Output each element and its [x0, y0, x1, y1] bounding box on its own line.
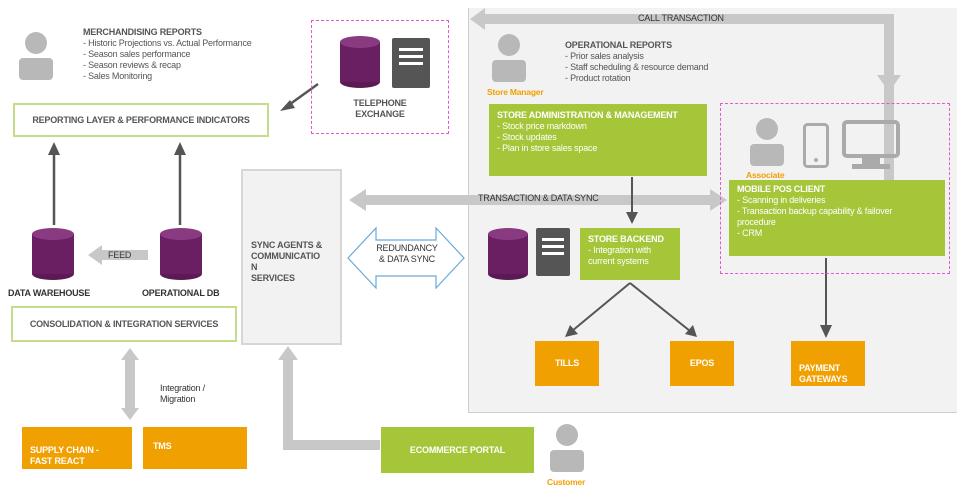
merch-report-item: - Sales Monitoring [83, 71, 152, 81]
telephone-exchange-group [311, 20, 449, 134]
opdb-up-arrow [174, 142, 186, 225]
person-icon-customer [548, 422, 586, 472]
feed-label: FEED [108, 250, 132, 260]
mobile-pos-item: - Transaction backup capability & failov… [737, 206, 893, 227]
mobile-pos-item: - Scanning in deliveries [737, 195, 826, 205]
op-report-item: - Prior sales analysis [565, 51, 644, 61]
tills-label: TILLS [555, 358, 579, 368]
call-transaction-arrow [470, 8, 901, 244]
tms-label: TMS [153, 441, 172, 451]
sync-agents-box: SYNC AGENTS & COMMUNICATIO N SERVICES [241, 169, 342, 345]
call-transaction-label: CALL TRANSACTION [638, 13, 724, 23]
mobile-pos-item: - CRM [737, 228, 762, 238]
sync-agents-label: SYNC AGENTS & COMMUNICATIO N SERVICES [251, 240, 323, 283]
store-admin-item: - Plan in store sales space [497, 143, 598, 153]
store-admin-title: STORE ADMINISTRATION & MANAGEMENT [497, 110, 678, 120]
admin-to-backend-arrow [626, 177, 638, 224]
op-report-item: - Product rotation [565, 73, 631, 83]
op-reports-title: OPERATIONAL REPORTS [565, 40, 672, 50]
store-backend-item: - Integration with current systems [588, 245, 651, 266]
store-admin-item: - Stock price markdown [497, 121, 587, 131]
supply-chain-label: SUPPLY CHAIN - FAST REACT [30, 445, 99, 466]
call-transaction-down [884, 24, 894, 76]
store-backend-title: STORE BACKEND [588, 234, 664, 244]
op-reports: OPERATIONAL REPORTS - Prior sales analys… [565, 40, 755, 84]
store-admin-box: STORE ADMINISTRATION & MANAGEMENT - Stoc… [489, 104, 707, 176]
consolidation-label: CONSOLIDATION & INTEGRATION SERVICES [29, 318, 219, 329]
store-backend-box: STORE BACKEND - Integration with current… [580, 228, 680, 280]
integration-migration-label: Integration / Migration [160, 383, 205, 404]
payment-gateways-box: PAYMENT GATEWAYS [791, 341, 865, 386]
merch-reports-title: MERCHANDISING REPORTS [83, 27, 202, 37]
ecommerce-portal-label: ECOMMERCE PORTAL [409, 444, 506, 455]
redundancy-label: REDUNDANCY & DATA SYNC [376, 243, 438, 264]
reporting-layer-label: REPORTING LAYER & PERFORMANCE INDICATORS [32, 114, 250, 125]
associate-label: Associate [746, 170, 785, 180]
pos-to-payment-arrow [820, 258, 832, 338]
operational-db-icon [160, 228, 202, 280]
data-warehouse-db-icon [32, 228, 74, 280]
person-icon-store-manager [490, 32, 528, 82]
tills-box: TILLS [535, 341, 599, 386]
consolidation-box: CONSOLIDATION & INTEGRATION SERVICES [11, 306, 237, 342]
ecommerce-to-sync-arrow [278, 346, 380, 450]
customer-label: Customer [547, 477, 586, 487]
feed-arrow [88, 245, 148, 265]
mobile-pos-title: MOBILE POS CLIENT [737, 184, 826, 194]
transaction-sync-arrow [349, 189, 727, 211]
mobile-pos-group [720, 103, 950, 274]
backend-to-tills-arrow [565, 282, 631, 337]
operational-db-label: OPERATIONAL DB [142, 288, 220, 298]
payment-gateways-label: PAYMENT GATEWAYS [799, 363, 848, 384]
telephone-to-reporting-arrow [280, 82, 319, 111]
redundancy-arrow [347, 226, 465, 290]
backend-server-icon [536, 228, 570, 276]
mobile-pos-box: MOBILE POS CLIENT - Scanning in deliveri… [729, 180, 945, 256]
person-icon-merch [17, 30, 55, 80]
merch-report-item: - Season sales performance [83, 49, 191, 59]
integration-arrow [121, 348, 139, 420]
reporting-layer-box: REPORTING LAYER & PERFORMANCE INDICATORS [13, 103, 269, 137]
mobile-phone-icon [803, 123, 829, 168]
transaction-sync-label: TRANSACTION & DATA SYNC [478, 193, 599, 203]
data-warehouse-label: DATA WAREHOUSE [8, 288, 91, 298]
supply-chain-box: SUPPLY CHAIN - FAST REACT [22, 427, 132, 469]
dw-up-arrow [48, 142, 60, 225]
telephone-exchange-label: TELEPHONE EXCHANGE [353, 98, 407, 119]
tms-box: TMS [143, 427, 247, 469]
ecommerce-portal-box: ECOMMERCE PORTAL [381, 427, 534, 473]
desktop-icon [842, 120, 900, 172]
backend-db-icon [488, 228, 528, 280]
epos-label: EPOS [689, 358, 715, 368]
store-manager-label: Store Manager [487, 87, 544, 97]
epos-box: EPOS [670, 341, 734, 386]
database-icon [340, 36, 380, 88]
merch-report-item: - Season reviews & recap [83, 60, 181, 70]
merch-report-item: - Historic Projections vs. Actual Perfor… [83, 38, 252, 48]
store-admin-item: - Stock updates [497, 132, 557, 142]
op-report-item: - Staff scheduling & resource demand [565, 62, 709, 72]
merch-reports: MERCHANDISING REPORTS - Historic Project… [83, 27, 293, 82]
backend-to-epos-arrow [629, 282, 697, 337]
server-icon [392, 38, 430, 88]
person-icon-associate [748, 116, 786, 166]
